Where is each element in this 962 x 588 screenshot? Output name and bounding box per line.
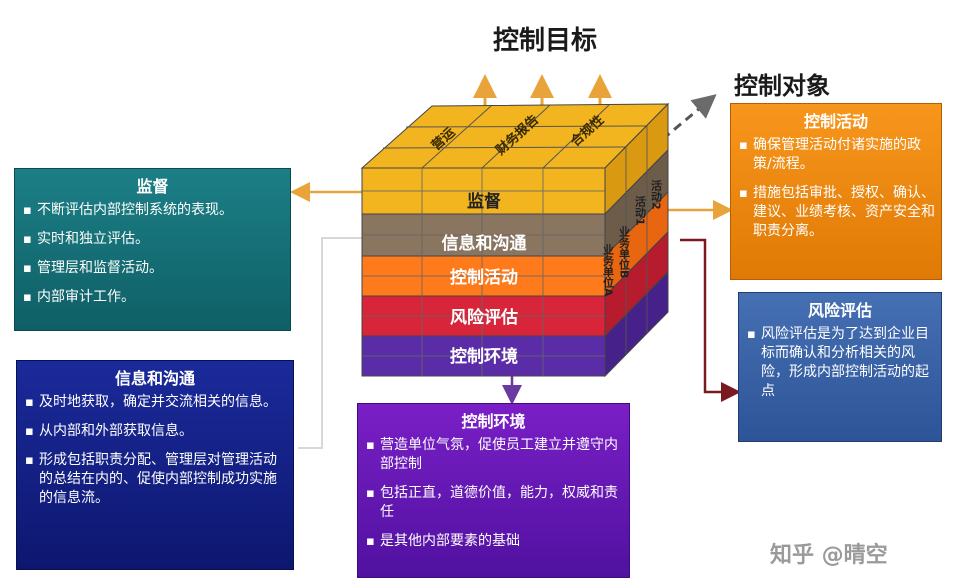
layer-label-monitor: 监督	[467, 191, 501, 212]
side-label-unit-b: 业务单位B	[618, 225, 631, 279]
side-label-unit-a: 业务单位A	[602, 243, 615, 297]
control-object-title: 控制对象	[734, 72, 830, 100]
side-label-activity-1: 活动1	[634, 195, 647, 226]
list-item: 措施包括审批、授权、确认、建议、业绩考核、资产安全和职责分离。	[739, 184, 935, 241]
risk-assessment-panel: 风险评估 风险评估是为了达到企业目标而确认和分析相关的风险，形成内部控制活动的起…	[738, 292, 942, 442]
list-item: 管理层和监督活动。	[23, 259, 284, 278]
layer-label-act: 控制活动	[450, 267, 518, 288]
info-panel-title: 信息和沟通	[114, 369, 195, 388]
list-item: 营造单位气氛，促使员工建立并遵守内部控制	[366, 436, 623, 474]
info-communication-panel: 信息和沟通 及时地获取，确定并交流相关的信息。 从内部和外部获取信息。 形成包括…	[16, 360, 294, 570]
list-item: 实时和独立评估。	[23, 230, 284, 249]
watermark: 知乎 @晴空	[770, 543, 888, 568]
connector-risk	[680, 238, 741, 402]
monitor-panel: 监督 不断评估内部控制系统的表现。 实时和独立评估。 管理层和监督活动。 内部审…	[14, 168, 291, 331]
act-panel-title: 控制活动	[803, 112, 868, 131]
control-environment-panel: 控制环境 营造单位气氛，促使员工建立并遵守内部控制 包括正直，道德价值，能力，权…	[357, 403, 630, 578]
monitor-panel-title: 监督	[136, 177, 169, 196]
list-item: 包括正直，道德价值，能力，权威和责任	[366, 484, 623, 522]
side-label-activity-2: 活动2	[650, 179, 663, 210]
list-item: 确保管理活动付诸实施的政策/流程。	[739, 136, 935, 174]
control-activities-panel: 控制活动 确保管理活动付诸实施的政策/流程。 措施包括审批、授权、确认、建议、业…	[730, 103, 942, 280]
layer-label-risk: 风险评估	[450, 307, 518, 328]
control-objectives-title: 控制目标	[492, 26, 597, 56]
layer-label-info: 信息和沟通	[442, 233, 527, 254]
info-panel-list: 及时地获取，确定并交流相关的信息。 从内部和外部获取信息。 形成包括职责分配、管…	[17, 393, 293, 508]
env-panel-list: 营造单位气氛，促使员工建立并遵守内部控制 包括正直，道德价值，能力，权威和责任 …	[358, 436, 629, 551]
list-item: 不断评估内部控制系统的表现。	[23, 201, 284, 220]
risk-panel-title: 风险评估	[807, 301, 872, 320]
monitor-panel-list: 不断评估内部控制系统的表现。 实时和独立评估。 管理层和监督活动。 内部审计工作…	[15, 201, 290, 307]
list-item: 是其他内部要素的基础	[366, 532, 623, 551]
env-panel-title: 控制环境	[461, 412, 526, 431]
list-item: 及时地获取，确定并交流相关的信息。	[25, 393, 287, 412]
list-item: 从内部和外部获取信息。	[25, 422, 287, 441]
list-item: 风险评估是为了达到企业目标而确认和分析相关的风险，形成内部控制活动的起点	[747, 325, 935, 401]
act-panel-list: 确保管理活动付诸实施的政策/流程。 措施包括审批、授权、确认、建议、业绩考核、资…	[731, 136, 941, 241]
list-item: 内部审计工作。	[23, 288, 284, 307]
risk-panel-list: 风险评估是为了达到企业目标而确认和分析相关的风险，形成内部控制活动的起点	[739, 325, 941, 401]
layer-label-env: 控制环境	[450, 346, 518, 367]
connector-info	[298, 237, 362, 449]
list-item: 形成包括职责分配、管理层对管理活动的总结在内的、促使内部控制成功实施的信息流。	[25, 451, 287, 508]
